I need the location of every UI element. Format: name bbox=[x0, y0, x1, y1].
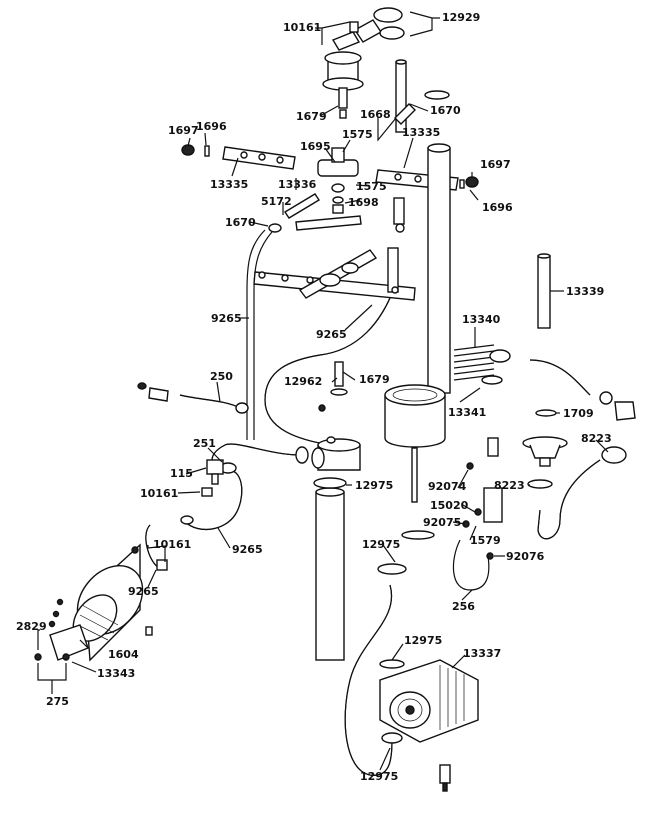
label-13335: 13335 bbox=[210, 178, 248, 191]
label-1604: 1604 bbox=[108, 648, 139, 661]
label-1696: 1696 bbox=[196, 120, 227, 133]
left-hoses bbox=[137, 382, 309, 531]
label-8223: 8223 bbox=[494, 479, 525, 492]
boiler-tank bbox=[384, 384, 446, 503]
center-fitting bbox=[311, 436, 361, 471]
label-13343: 13343 bbox=[97, 667, 135, 680]
label-1698: 1698 bbox=[348, 196, 379, 209]
label-10161: 10161 bbox=[153, 538, 191, 551]
label-9265: 9265 bbox=[316, 328, 347, 341]
label-251: 251 bbox=[193, 437, 216, 450]
label-256: 256 bbox=[452, 600, 475, 613]
label-13335: 13335 bbox=[402, 126, 440, 139]
label-275: 275 bbox=[46, 695, 69, 708]
label-1575: 1575 bbox=[342, 128, 373, 141]
label-12962: 12962 bbox=[284, 375, 322, 388]
label-12975: 12975 bbox=[362, 538, 400, 551]
label-5172: 5172 bbox=[261, 195, 292, 208]
label-2829: 2829 bbox=[16, 620, 47, 633]
label-13341: 13341 bbox=[448, 406, 486, 419]
label-9265: 9265 bbox=[128, 585, 159, 598]
label-15020: 15020 bbox=[430, 499, 469, 512]
label-92076: 92076 bbox=[506, 550, 545, 563]
label-1670: 1670 bbox=[225, 216, 256, 229]
label-10161: 10161 bbox=[140, 487, 178, 500]
label-1697: 1697 bbox=[480, 158, 511, 171]
wash-frame bbox=[246, 229, 416, 440]
label-1709: 1709 bbox=[563, 407, 594, 420]
label-12975: 12975 bbox=[404, 634, 442, 647]
heating-element bbox=[453, 344, 511, 385]
part-labels: 10161 12929 1679 1575 1668 1670 13335 16… bbox=[16, 11, 612, 783]
pump-hose bbox=[344, 530, 435, 776]
elbow-hose bbox=[529, 359, 636, 421]
label-1696: 1696 bbox=[482, 201, 513, 214]
hose-256 bbox=[452, 539, 490, 591]
label-1679: 1679 bbox=[359, 373, 390, 386]
label-1579: 1579 bbox=[470, 534, 501, 547]
label-1695: 1695 bbox=[300, 140, 331, 153]
label-1679: 1679 bbox=[296, 110, 327, 123]
label-13340: 13340 bbox=[462, 313, 501, 326]
label-9265: 9265 bbox=[232, 543, 263, 556]
label-1670: 1670 bbox=[430, 104, 461, 117]
label-9265: 9265 bbox=[211, 312, 242, 325]
label-92075: 92075 bbox=[423, 516, 461, 529]
hose-swoop bbox=[264, 297, 391, 446]
spray-arms bbox=[268, 193, 405, 233]
drain-hose-8223 bbox=[527, 446, 627, 540]
spray-head-assembly bbox=[322, 7, 405, 119]
tube-13339 bbox=[537, 253, 551, 329]
label-12975: 12975 bbox=[355, 479, 393, 492]
rear-pipe bbox=[427, 143, 451, 394]
motor-13343 bbox=[34, 543, 153, 662]
label-1575: 1575 bbox=[356, 180, 387, 193]
label-92074: 92074 bbox=[428, 480, 467, 493]
label-12975: 12975 bbox=[360, 770, 398, 783]
label-13337: 13337 bbox=[463, 647, 501, 660]
long-tube bbox=[313, 477, 347, 661]
pump-motor bbox=[379, 659, 479, 792]
label-1668: 1668 bbox=[360, 108, 391, 121]
leader-lines bbox=[37, 11, 609, 771]
tee-fitting bbox=[317, 147, 359, 214]
plug-12962 bbox=[318, 361, 348, 412]
riser-pipe bbox=[394, 59, 450, 133]
label-13336: 13336 bbox=[278, 178, 317, 191]
label-13339: 13339 bbox=[566, 285, 604, 298]
label-250: 250 bbox=[210, 370, 233, 383]
label-1697: 1697 bbox=[168, 124, 199, 137]
label-8223: 8223 bbox=[581, 432, 612, 445]
valve-115 bbox=[145, 459, 224, 571]
label-12929: 12929 bbox=[442, 11, 480, 24]
label-10161: 10161 bbox=[283, 21, 321, 34]
drain-fittings bbox=[462, 436, 568, 560]
label-115: 115 bbox=[170, 467, 193, 480]
